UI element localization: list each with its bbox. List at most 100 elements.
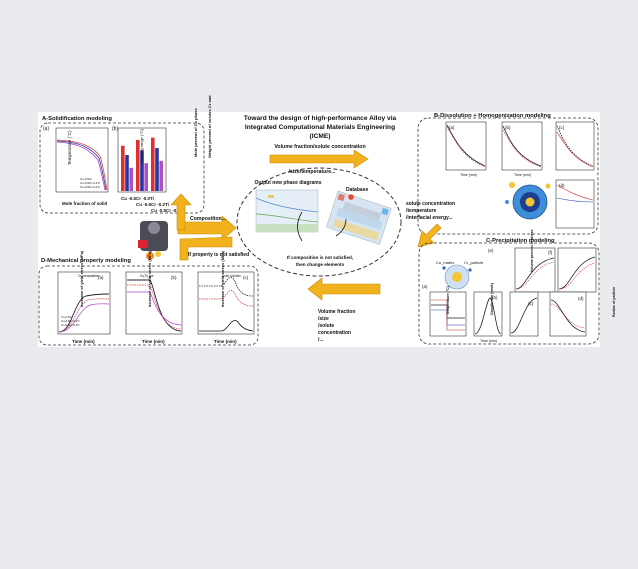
dissolution-plot-a: (a) xyxy=(445,121,487,171)
central-cycle: Output new phase diagrams Database If co… xyxy=(236,167,402,277)
mech-ylabel-b: Increase of yield stress (MPa) xyxy=(147,250,152,307)
precipitation-schematic xyxy=(442,264,472,290)
mech-sub-c: (c) xyxy=(243,275,249,280)
title-line-2: Integrated Computational Materials Engin… xyxy=(245,124,395,131)
mechanical-heading: D-Mechanical property modeling xyxy=(41,258,131,264)
solid-bar xyxy=(125,155,129,191)
prec-plot-g xyxy=(557,247,597,293)
prec-plot-f: (f) xyxy=(514,247,556,293)
panel-solidification: A-Solidification modeling (a) Temperatur… xyxy=(39,95,212,214)
prec-ylabel-volume: Volume percent of phase xyxy=(530,230,534,272)
mech-xlabel-c: Time (min) xyxy=(214,339,237,344)
prec-plot-d: (d) xyxy=(549,291,587,337)
solid-bar xyxy=(155,148,159,191)
solid-curve-1 xyxy=(56,139,108,191)
mechanical-frame xyxy=(38,265,259,346)
arrow-property xyxy=(179,236,233,261)
mech-xlabel-a: Time (min) xyxy=(72,339,95,344)
mech-xlabel-b: Time (min) xyxy=(142,339,165,344)
dissolution-heading: B-Dissolution + Homogenization modeling xyxy=(434,113,551,119)
solid-cat-3: Cu -0.5Cr -0.4Ti xyxy=(151,208,184,213)
solid-ylabel: Temperature (°C) xyxy=(67,130,72,165)
phase-caption: Output new phase diagrams xyxy=(255,180,322,186)
solid-legend: Cu-0.5Cr Cu-0.5Cr-0.2Ti Cu-0.5Cr-0.4Ti xyxy=(80,177,100,189)
prec-ylabel-radius: Radius of particle xyxy=(612,287,616,317)
solid-bar xyxy=(144,163,148,191)
prec-plot-b: (b) xyxy=(473,291,503,337)
dissolution-plot-b: (b) xyxy=(501,121,543,171)
prec-sub-a: (a) xyxy=(422,284,428,289)
mech-plot-b: (b) Cr(Ti) ppt xyxy=(125,271,183,335)
mech-plot-c: (c) Solid solution xyxy=(197,271,255,335)
property-label: If property is not satisfied xyxy=(188,252,249,258)
arrow-right-label-1: solute concentration xyxy=(406,201,455,207)
solid-sub-b: (b) xyxy=(112,126,118,132)
precipitation-heading: C-Precipitation modeling xyxy=(486,238,555,244)
panel-precipitation: C-Precipitation modeling (e) Cu_matrix C… xyxy=(418,230,616,345)
arrow-composition xyxy=(177,215,237,241)
mech-ylabel-c: Increase of yield stress (MPa) xyxy=(220,250,225,307)
mech-legend-3: Cu-0.5Cr-0.4Ti xyxy=(61,323,80,327)
solid-cat-2: Cu -0.5Cr -0.2Ti xyxy=(136,202,169,207)
solid-bar xyxy=(151,137,155,191)
arrow-bottom-labels: Volume fraction /size /solute concentrat… xyxy=(318,309,355,343)
diss-sub-c: (c) xyxy=(559,125,565,130)
prec-sub-c: (c) xyxy=(528,301,534,306)
mech-note-b: Cr(Ti) ppt xyxy=(140,274,153,278)
arrow-bottom-label-4: concentration xyxy=(318,330,351,336)
mech-note-c: Solid solution xyxy=(222,274,241,278)
mech-plot-a: (a) Cr precipitation Cu-0.5Cr Cu-0.5Cr-0… xyxy=(57,271,111,335)
prec-plot-c: (c) xyxy=(509,291,539,337)
solid-bar xyxy=(121,145,125,191)
solid-ylabel2: Freezing range (°C) xyxy=(139,128,144,164)
dissolution-plot-d: (d) xyxy=(555,179,595,229)
flow-arrows: Volume fraction/solute concentration /si… xyxy=(170,144,455,343)
mech-ylabel-a: Increase of yield stress (MPa) xyxy=(79,250,84,307)
solid-ylabel3: Mole percent of Cu phase xyxy=(193,108,198,157)
solid-bar-group xyxy=(121,137,163,191)
particle-schematic xyxy=(505,182,551,220)
mech-legend-1: Cu-0.5Cr xyxy=(61,315,72,319)
solid-cat-1: Cu -0.5Cr -0.0Ti xyxy=(121,196,154,201)
dissolution-plot-c: (c) xyxy=(555,121,595,171)
solid-bar xyxy=(129,167,133,191)
mech-legend-2: Cu-0.5Cr-0.2Ti xyxy=(61,319,80,323)
database-dot xyxy=(348,194,354,200)
panel-dissolution: B-Dissolution + Homogenization modeling … xyxy=(417,113,599,235)
prec-plot-a xyxy=(429,291,467,337)
solid-sub-a: (a) xyxy=(43,126,49,132)
diss-sub-d: (d) xyxy=(559,183,565,188)
solid-bar xyxy=(159,160,163,191)
mech-sub-a: (a) xyxy=(98,275,104,280)
condition-text-1: If composition is not satisfied, xyxy=(287,255,353,260)
arrow-top-label-1: Volume fraction/solute concentration xyxy=(274,144,365,150)
arrow-right xyxy=(417,223,442,248)
arrow-bottom-label-1: Volume fraction xyxy=(318,309,355,315)
diss-sub-a: (a) xyxy=(449,125,455,130)
solid-legend-2: Cu-0.5Cr-0.2Ti xyxy=(80,181,100,185)
solid-bar xyxy=(140,150,144,191)
arrow-bottom-label-3: /solute xyxy=(318,323,334,329)
diss-xlabel-a: Time (min) xyxy=(460,173,477,177)
arrow-right-label-2: /temperature xyxy=(406,208,437,214)
solidification-frame xyxy=(39,122,205,214)
phase-diagram-image xyxy=(255,189,319,233)
prec-sub-e: (e) xyxy=(488,248,494,253)
title-block: Toward the design of high-performance Al… xyxy=(244,115,397,140)
arrow-top xyxy=(269,149,369,169)
composition-label: Composition... xyxy=(190,216,227,222)
title-line-1: Toward the design of high-performance Al… xyxy=(244,115,397,122)
mech-note-a: Cr precipitation xyxy=(78,274,100,278)
prec-sub-f: (f) xyxy=(548,250,553,255)
solid-ylabel4: Weight percent of solutes Cr and xyxy=(207,95,212,158)
solid-legend-3: Cu-0.5Cr-0.4Ti xyxy=(80,185,100,189)
arrow-bottom xyxy=(307,277,381,301)
solid-curve-2 xyxy=(56,140,107,191)
foundry-icon xyxy=(138,221,168,260)
prec-xlabel: Time (min) xyxy=(480,339,497,343)
solid-curve-3 xyxy=(56,141,106,191)
arrow-bottom-label-5: /... xyxy=(318,337,324,343)
precipitation-frame xyxy=(418,242,600,345)
database-label: Database xyxy=(346,187,368,193)
